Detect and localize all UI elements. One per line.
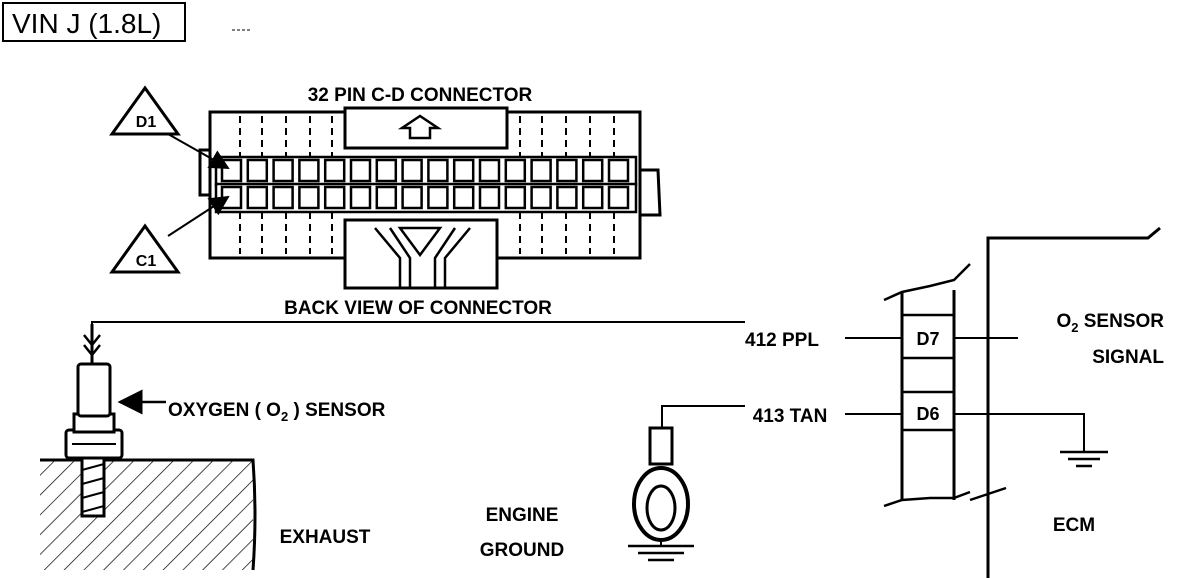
pin-row-c [214, 182, 638, 214]
connector-pin-c [452, 185, 475, 210]
connector-pin-c [427, 185, 449, 210]
engine-ground-label-1: ENGINE [486, 505, 559, 526]
o2-signal-label-2: SIGNAL [1092, 347, 1164, 368]
exhaust-label: EXHAUST [280, 527, 371, 548]
connector-pin-d [220, 158, 243, 183]
sensor-label: OXYGEN ( O2 ) SENSOR [168, 400, 386, 424]
connector-pin-c [220, 185, 243, 210]
connector-heading: 32 PIN C-D CONNECTOR [308, 85, 533, 106]
connector-pin-c [349, 185, 372, 210]
connector-pin-c [581, 185, 604, 210]
callout-d1 [109, 85, 230, 169]
connector-pin-c [298, 185, 320, 210]
connector-pin-d [246, 158, 269, 183]
connector-pin-d [375, 158, 398, 183]
ecm-connector [883, 263, 971, 508]
o2-signal-label-1: O2 SENSOR [1056, 311, 1164, 335]
connector-pin-c [323, 185, 346, 210]
connector-body [198, 106, 662, 290]
connector-pin-c [530, 185, 552, 210]
connector-pin-d [298, 158, 320, 183]
ground-wire-label: 413 TAN [753, 406, 828, 427]
connector-pin-d [452, 158, 475, 183]
connector-pin-d [607, 158, 630, 183]
callout-c1 [109, 195, 230, 274]
connector-pin-c [607, 185, 630, 210]
connector-pin-d [504, 158, 527, 183]
oxygen-sensor-icon [64, 324, 124, 518]
callout-c1-label: C1 [136, 253, 157, 270]
signal-wire-label: 412 PPL [745, 330, 819, 351]
connector-pin-d [530, 158, 552, 183]
ecm-label: ECM [1053, 515, 1095, 536]
exhaust-pipe [40, 458, 257, 571]
connector-dividers [239, 116, 615, 254]
connector-pin-d [581, 158, 604, 183]
ground-wire-left [661, 405, 745, 428]
connector-pin-c [401, 185, 423, 210]
connector-pin-d [349, 158, 372, 183]
diagram-title: VIN J (1.8L) [12, 8, 162, 39]
connector-pin-c [375, 185, 398, 210]
wire-boot-icon [374, 226, 471, 288]
title-box: VIN J (1.8L) [2, 2, 186, 42]
engine-ground-label-2: GROUND [480, 540, 564, 561]
ecm-pin-d6: D6 [916, 404, 939, 424]
ecm-case [969, 226, 1161, 578]
connector-pin-d [478, 158, 501, 183]
connector-pin-d [323, 158, 346, 183]
signal-wire-left [91, 321, 745, 326]
ecm-pin-d7: D7 [916, 329, 939, 349]
pin-row-d [214, 155, 638, 187]
connector-pin-c [246, 185, 269, 210]
connector-pin-c [272, 185, 294, 210]
engine-ground-icon [628, 426, 694, 562]
up-arrow-icon [397, 114, 443, 140]
ecm-ground-icon [954, 413, 1108, 468]
connector-pin-d [427, 158, 449, 183]
connector-pin-d [272, 158, 294, 183]
connector-pin-c [504, 185, 527, 210]
connector-caption: BACK VIEW OF CONNECTOR [284, 298, 552, 319]
connector-pin-c [478, 185, 501, 210]
callout-d1-label: D1 [136, 114, 157, 131]
connector-pin-d [401, 158, 423, 183]
connector-pin-d [556, 158, 578, 183]
connector-pin-c [556, 185, 578, 210]
